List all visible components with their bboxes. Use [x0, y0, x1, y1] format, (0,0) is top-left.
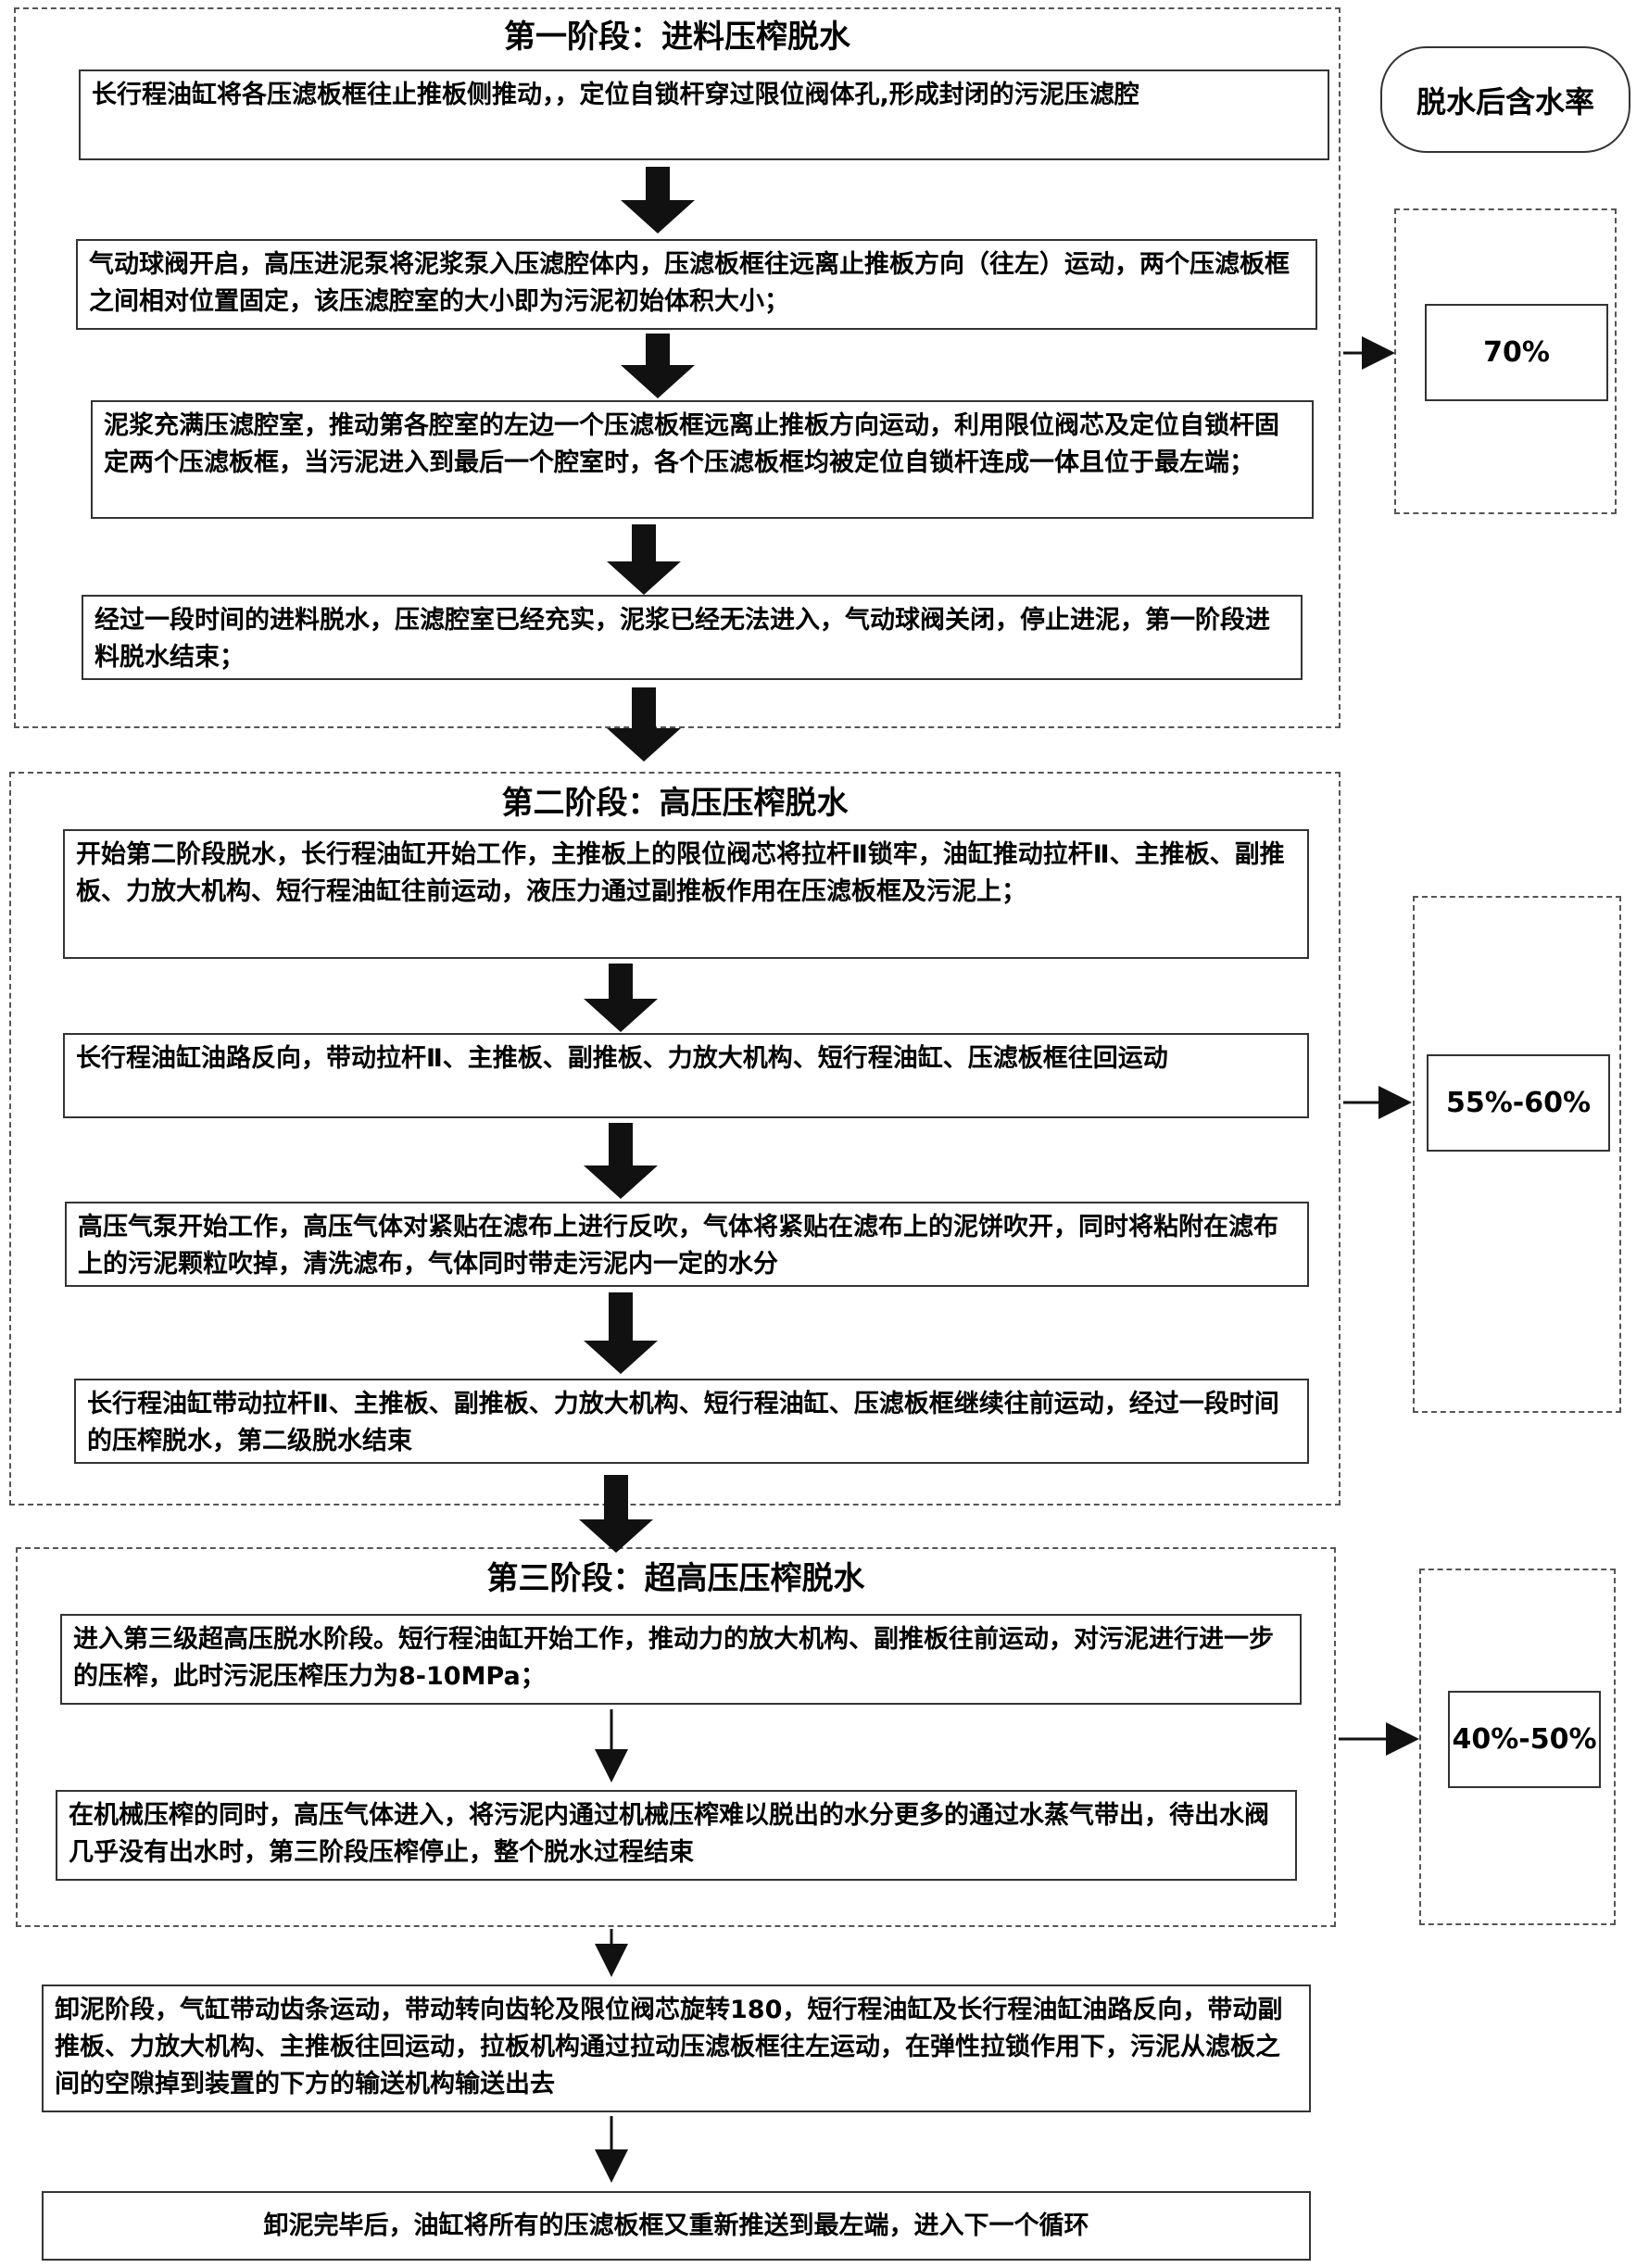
moisture-panel-2 [1413, 896, 1621, 1413]
unload-step: 卸泥阶段，气缸带动齿条运动，带动转向齿轮及限位阀芯旋转180，短行程油缸及长行程… [42, 1984, 1311, 2112]
final-step: 卸泥完毕后，油缸将所有的压滤板框又重新推送到最左端，进入下一个循环 [42, 2191, 1311, 2261]
moisture-panel-3 [1419, 1569, 1616, 1925]
stage-1-step-3: 泥浆充满压滤腔室，推动第各腔室的左边一个压滤板框远离止推板方向运动，利用限位阀芯… [91, 400, 1314, 519]
stage-3-title: 第三阶段：超高压压榨脱水 [486, 1560, 865, 1597]
stage-2-step-4: 长行程油缸带动拉杆Ⅱ、主推板、副推板、力放大机构、短行程油缸、压滤板框继续往前运… [74, 1379, 1309, 1464]
moisture-value-2: 55%-60% [1427, 1054, 1610, 1152]
stage-2-container: 第二阶段：高压压榨脱水 [9, 772, 1341, 1506]
moisture-value-3: 40%-50% [1448, 1691, 1601, 1788]
stage-3-container: 第三阶段：超高压压榨脱水 [16, 1547, 1336, 1927]
stage-2-step-2: 长行程油缸油路反向，带动拉杆Ⅱ、主推板、副推板、力放大机构、短行程油缸、压滤板框… [63, 1033, 1309, 1118]
stage-1-step-2: 气动球阀开启，高压进泥泵将泥浆泵入压滤腔体内，压滤板框往远离止推板方向（往左）运… [76, 239, 1317, 330]
stage-2-step-1: 开始第二阶段脱水，长行程油缸开始工作，主推板上的限位阀芯将拉杆Ⅱ锁牢，油缸推动拉… [63, 829, 1309, 959]
moisture-header: 脱水后含水率 [1380, 46, 1630, 153]
stage-1-step-1: 长行程油缸将各压滤板框往止推板侧推动，，定位自锁杆穿过限位阀体孔,形成封闭的污泥… [79, 69, 1329, 160]
stage-3-step-1: 进入第三级超高压脱水阶段。短行程油缸开始工作，推动力的放大机构、副推板往前运动，… [60, 1614, 1302, 1705]
stage-1-container: 第一阶段：进料压榨脱水 [14, 7, 1341, 728]
stage-1-title: 第一阶段：进料压榨脱水 [504, 19, 850, 56]
stage-1-step-4: 经过一段时间的进料脱水，压滤腔室已经充实，泥浆已经无法进入，气动球阀关闭，停止进… [82, 595, 1303, 680]
stage-2-step-3: 高压气泵开始工作，高压气体对紧贴在滤布上进行反吹，气体将紧贴在滤布上的泥饼吹开，… [65, 1202, 1309, 1287]
moisture-value-1: 70% [1425, 304, 1608, 401]
moisture-panel-1 [1394, 208, 1617, 514]
stage-3-step-2: 在机械压榨的同时，高压气体进入，将污泥内通过机械压榨难以脱出的水分更多的通过水蒸… [56, 1790, 1297, 1881]
stage-2-title: 第二阶段：高压压榨脱水 [501, 785, 849, 822]
